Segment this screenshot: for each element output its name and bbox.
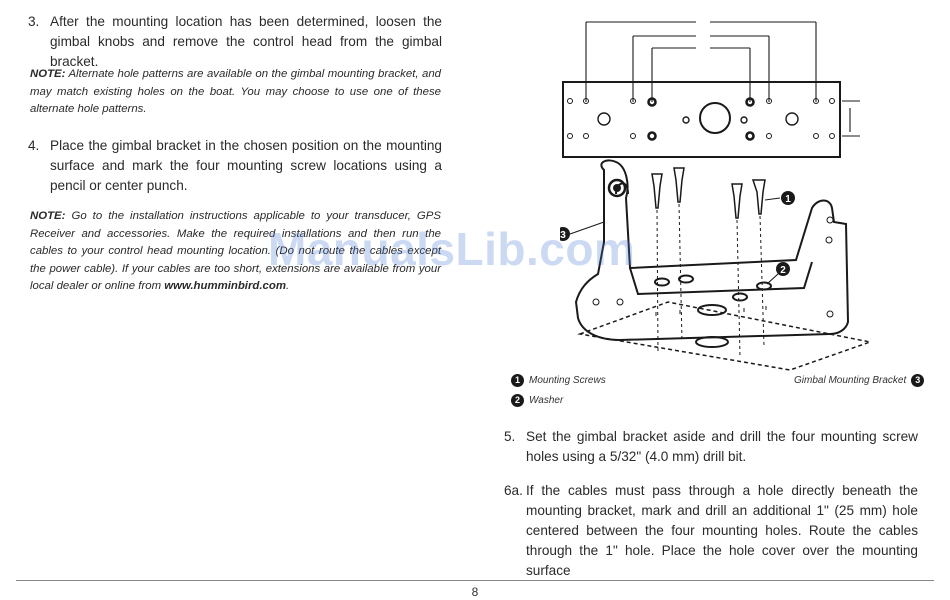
step-number: 5.	[504, 429, 516, 444]
bracket-perspective	[574, 159, 850, 342]
svg-text:1: 1	[785, 194, 791, 205]
step-text: If the cables must pass through a hole d…	[526, 483, 918, 578]
badge-2: 2	[511, 394, 524, 407]
website-link[interactable]: www.humminbird.com	[164, 280, 286, 292]
dimension-lines	[585, 21, 860, 137]
badge-1: 1	[511, 374, 524, 387]
bracket-top-view	[562, 81, 841, 158]
note-label: NOTE:	[30, 68, 66, 80]
caption-washer: 2 Washer	[511, 394, 563, 407]
svg-text:3: 3	[560, 230, 566, 241]
step-text: Set the gimbal bracket aside and drill t…	[526, 429, 918, 464]
caption-label: Washer	[529, 395, 564, 406]
note-end: .	[285, 280, 290, 292]
note-installation: NOTE: Go to the installation instruction…	[30, 208, 441, 296]
step-number: 4.	[28, 138, 40, 153]
step-text: After the mounting location has been det…	[50, 14, 442, 69]
step-text: Place the gimbal bracket in the chosen p…	[50, 138, 442, 193]
caption-gimbal-bracket: Gimbal Mounting Bracket 3	[794, 374, 925, 387]
note-text: Go to the installation instructions appl…	[30, 210, 441, 292]
step-6a: 6a. If the cables must pass through a ho…	[504, 481, 918, 581]
callout-3: 3	[560, 227, 570, 241]
note-text: Alternate hole patterns are available on…	[30, 68, 441, 115]
step-4: 4. Place the gimbal bracket in the chose…	[28, 136, 442, 196]
badge-3: 3	[911, 374, 925, 387]
caption-label: Mounting Screws	[529, 375, 606, 386]
callout-leaders	[569, 197, 781, 285]
mounting-surface	[577, 301, 873, 371]
mounting-screws	[651, 167, 766, 219]
caption-mounting-screws: 1 Mounting Screws	[511, 374, 606, 387]
callout-1: 1	[781, 191, 795, 205]
step-3: 3. After the mounting location has been …	[28, 12, 442, 72]
footer-divider	[16, 580, 934, 581]
caption-label: Gimbal Mounting Bracket	[794, 375, 907, 386]
screw-guide-lines	[656, 203, 765, 358]
step-number: 3.	[28, 14, 40, 29]
gimbal-bracket-diagram: 1 2 3	[560, 21, 873, 371]
step-number: 6a.	[504, 483, 523, 498]
step-5: 5. Set the gimbal bracket aside and dril…	[504, 427, 918, 467]
page-number: 8	[471, 585, 479, 599]
svg-text:2: 2	[780, 265, 786, 276]
callout-2: 2	[776, 262, 790, 276]
note-hole-patterns: NOTE: Alternate hole patterns are availa…	[30, 66, 441, 119]
note-label: NOTE:	[30, 210, 66, 222]
